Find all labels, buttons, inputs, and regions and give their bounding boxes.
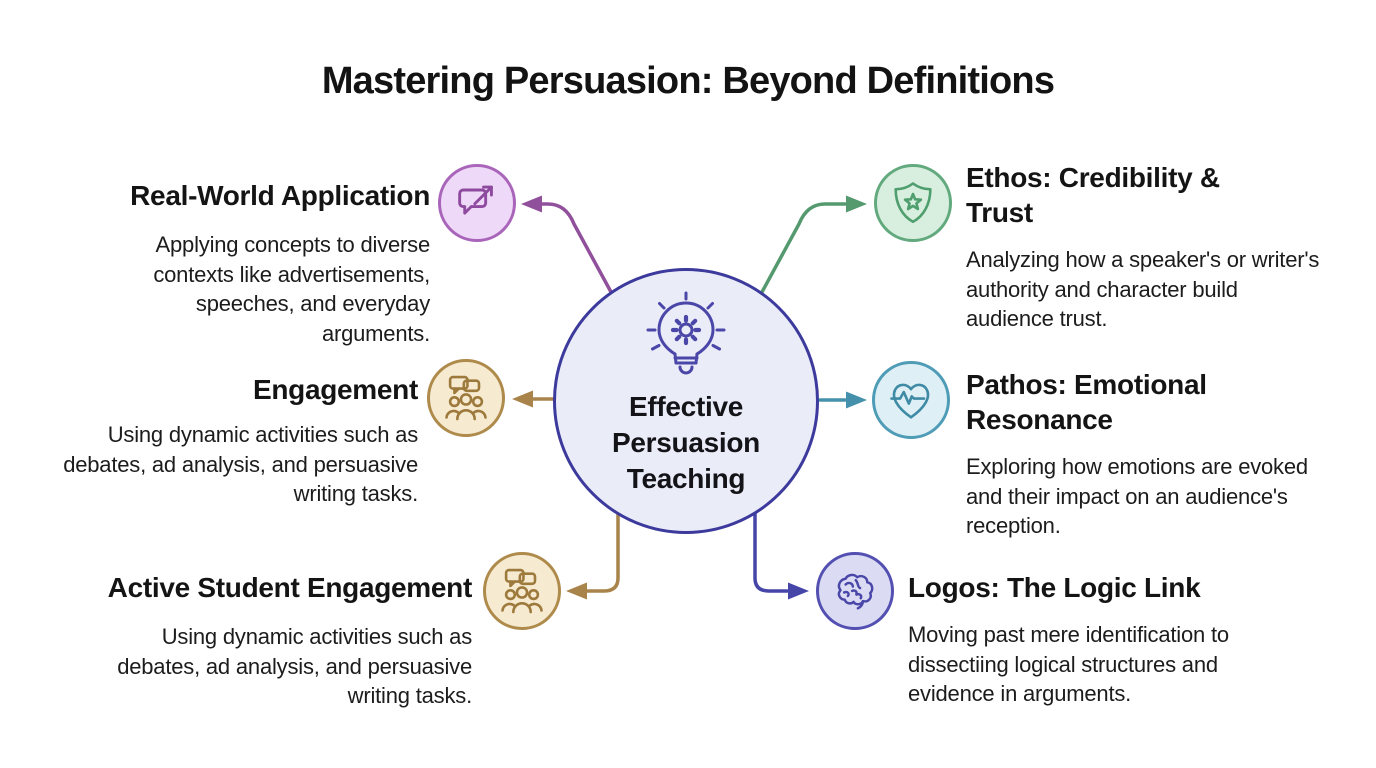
description-real-world-application: Applying concepts to diverse contexts li… [153,232,430,346]
connector-logos [753,512,789,593]
ethos-icon-circle [874,164,952,242]
description-ethos: Analyzing how a speaker's or writer's au… [966,247,1320,331]
heart-pulse-icon [885,374,937,426]
arrowhead-engagement [512,390,533,408]
heading-ethos: Ethos: Credibility & Trust [966,162,1220,228]
heading-engagement: Engagement [252,374,418,405]
connector-real-world-application [538,202,613,294]
active-student-engagement-icon-circle [483,552,561,630]
description-logos: Moving past mere identification to disse… [908,622,1229,706]
shield-star-icon [887,177,939,229]
description-active-student-engagement: Using dynamic activities such as debates… [117,624,472,708]
central-node: Effective Persuasion Teaching [553,268,819,534]
arrowhead-logos [788,582,809,600]
connector-ethos [760,202,847,294]
pathos-icon-circle [872,361,950,439]
heading-active-student-engagement: Active Student Engagement [107,572,473,603]
heading-logos: Logos: The Logic Link [908,572,1201,603]
real-world-application-icon-circle [438,164,516,242]
logos-icon-circle [816,552,894,630]
arrowhead-pathos [846,391,867,409]
heading-pathos: Pathos: Emotional Resonance [966,369,1207,435]
description-engagement: Using dynamic activities such as debates… [63,422,418,506]
chat-share-icon [451,177,503,229]
arrowhead-ethos [846,195,867,213]
description-pathos: Exploring how emotions are evoked and th… [966,454,1308,538]
central-node-label: Effective Persuasion Teaching [612,391,760,494]
arrowhead-active-student-engagement [566,582,587,600]
engagement-icon-circle [427,359,505,437]
connector-active-student-engagement [584,511,620,593]
discussion-group-icon [440,372,492,424]
arrowhead-real-world-application [521,195,542,213]
brain-icon [829,565,881,617]
page-title: Mastering Persuasion: Beyond Definitions [321,60,1055,102]
heading-real-world-application: Real-World Application [130,180,430,211]
lightbulb-gear-icon [638,291,734,387]
discussion-group-icon [496,565,548,617]
